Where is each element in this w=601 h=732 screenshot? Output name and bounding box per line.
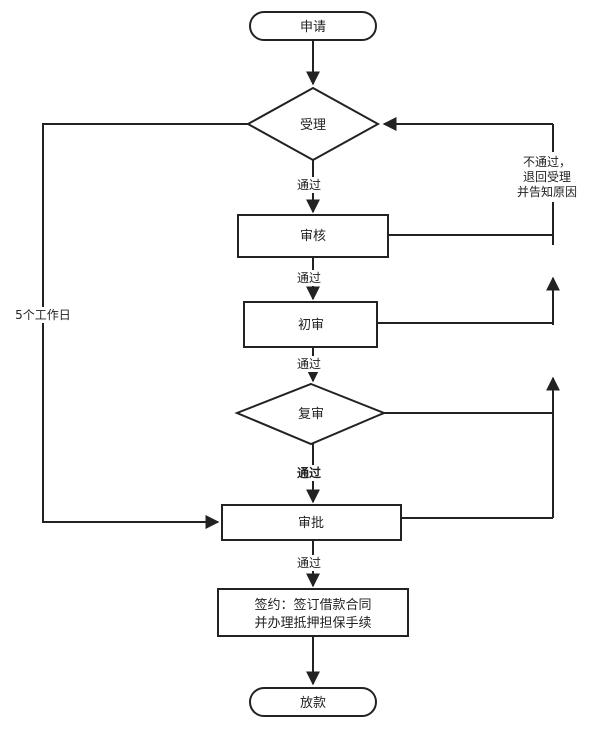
label-re-review: 复审: [298, 407, 324, 422]
nodes: [217, 11, 409, 717]
pass2-bg: [292, 270, 326, 286]
pass3-bg: [292, 356, 326, 372]
pass1-bg: [292, 177, 326, 193]
node-review-box: [237, 214, 389, 258]
label-reject-2: 退回受理: [523, 170, 571, 184]
label-approve: 审批: [298, 516, 324, 531]
label-pass-2: 通过: [297, 271, 321, 285]
label-pass-4: 通过: [297, 465, 321, 480]
node-approve-box: [221, 504, 402, 541]
label-pass-5: 通过: [297, 556, 321, 570]
connectors: [42, 40, 560, 686]
reject-bg: [500, 152, 590, 202]
five-days-bg: [6, 307, 80, 323]
label-disburse: 放款: [300, 696, 326, 711]
label-reject-1: 不通过，: [523, 155, 571, 169]
label-pass-1: 通过: [297, 178, 321, 192]
node-apply-terminator: [249, 11, 377, 41]
label-reject-3: 并告知原因: [517, 185, 577, 199]
node-disburse-terminator: [249, 687, 377, 717]
node-accept-decision: [245, 86, 381, 162]
label-five-days: 5个工作日: [15, 308, 71, 322]
label-sign-line2: 并办理抵押担保手续: [254, 616, 371, 631]
label-pass-3: 通过: [297, 357, 321, 371]
label-sign-line1: 签约：签订借款合同: [254, 597, 371, 613]
label-accept: 受理: [300, 118, 326, 133]
pass5-bg: [292, 555, 326, 571]
label-initial-review: 初审: [298, 318, 324, 333]
label-apply: 申请: [300, 20, 326, 35]
label-review: 审核: [300, 229, 326, 244]
node-initial-review-box: [243, 301, 378, 348]
pass4-bg: [292, 465, 326, 481]
node-rereview-decision: [234, 382, 387, 446]
node-sign-box: [217, 588, 409, 637]
